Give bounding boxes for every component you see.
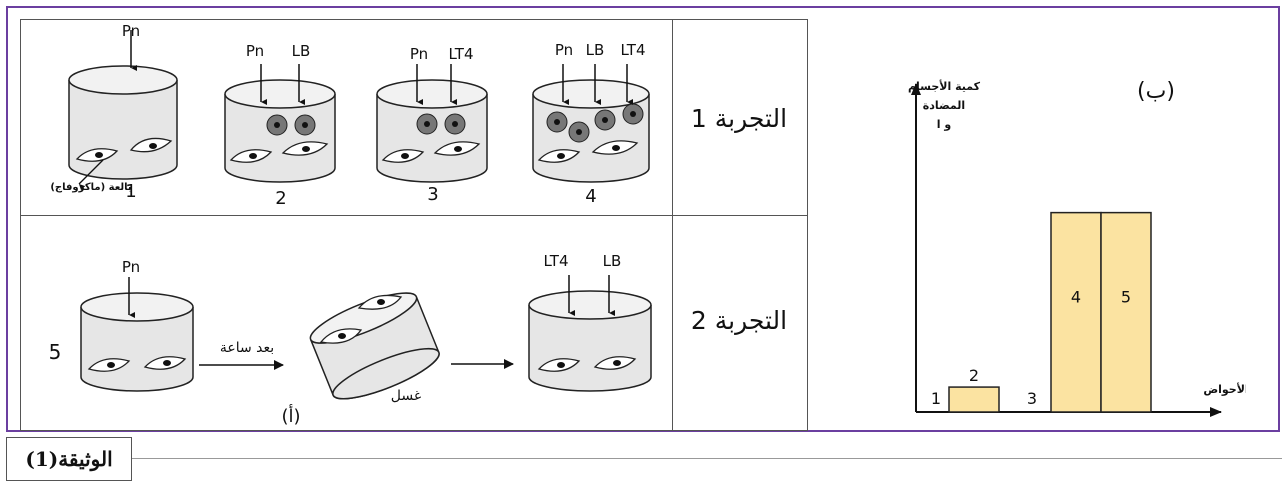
y-axis-label-line: المضادة: [923, 99, 965, 112]
tube-2: [224, 64, 336, 183]
after-hour-label: بعد ساعة: [220, 340, 274, 356]
final-tube-label-lt4: LT4: [544, 252, 569, 270]
y-axis-label-line: كمية الأجسام: [908, 79, 981, 93]
final-tube: [528, 275, 652, 392]
bars-group: 1 2 3 4 5: [931, 211, 1152, 413]
tube-3: [376, 64, 488, 183]
macrophage-cell: [129, 137, 173, 153]
tube-1: [68, 30, 178, 184]
lymphocyte: [568, 121, 590, 143]
chart-title: (ب): [1137, 79, 1175, 104]
lymphocyte: [294, 114, 316, 136]
tube-4-arrow-label-pn: Pn: [555, 41, 573, 59]
tube-4-arrow-label-lb: LB: [586, 41, 605, 59]
experiment-2-illustration: Pn 5 بعد ساعة غسل (أ): [49, 252, 652, 427]
y-axis-label: كمية الأجسام المضادة و ا: [908, 79, 981, 131]
x-axis-label: الأحواض: [1203, 382, 1246, 396]
macrophage-cell: [281, 141, 329, 156]
tube-2-arrow-label-lb: LB: [292, 42, 311, 60]
experiment-2-label: التجربة 2: [690, 306, 788, 335]
tube-5-number: 5: [49, 340, 62, 364]
document-label: الوثيقة(1): [6, 437, 132, 481]
bar-2: [948, 386, 1000, 413]
bar-5: [1100, 211, 1152, 413]
macrophage-cell: [593, 356, 637, 370]
row-divider: [21, 215, 807, 216]
wash-label: غسل: [391, 388, 421, 404]
tube-4-arrow-label-lt4: LT4: [621, 41, 646, 59]
bar-4: [1050, 211, 1102, 413]
macrophage-cell: [87, 358, 131, 372]
category-label-2: 2: [969, 366, 979, 385]
divider-line: [132, 458, 1282, 459]
document-frame: التجربة 1 التجربة 2: [6, 6, 1280, 432]
part-a-label: (أ): [281, 404, 300, 427]
tube-1-number: 1: [125, 181, 136, 202]
category-label-1: 1: [931, 389, 941, 408]
tube-3-number: 3: [427, 184, 438, 205]
tube-4: [532, 64, 650, 183]
macrophage-cell: [591, 140, 639, 155]
macrophage-label: بالعة (ماكروفاج): [50, 182, 131, 193]
tube-1-arrow-label: Pn: [122, 22, 140, 40]
tube-2-arrow-label-pn: Pn: [246, 42, 264, 60]
antibody-chart: (ب) الأحواض كمية الأجسام المضادة و ا 1 2 3 4 5: [908, 79, 1246, 417]
tube-3-arrow-label-pn: Pn: [410, 45, 428, 63]
macrophage-cell: [143, 356, 187, 370]
final-tube-label-lb: LB: [603, 252, 622, 270]
lymphocyte: [594, 109, 616, 131]
category-label-4: 4: [1071, 287, 1081, 306]
macrophage-cell: [357, 294, 403, 310]
lymphocyte: [546, 111, 568, 133]
macrophage-cell: [537, 149, 581, 163]
experiment-1-label: التجربة 1: [690, 104, 788, 133]
category-label-5: 5: [1121, 287, 1131, 306]
lymphocyte: [444, 113, 466, 135]
y-axis-label-line: و ا: [937, 118, 952, 131]
tube-2-number: 2: [275, 188, 286, 209]
lymphocyte: [266, 114, 288, 136]
lymphocyte: [416, 113, 438, 135]
macrophage-cell: [319, 328, 363, 344]
pointer-arrow: [78, 159, 104, 184]
tube-5-arrow-label: Pn: [122, 258, 140, 276]
experiment-1-illustration: Pn بالعة (ماكروفاج) 1 Pn LB 2: [50, 22, 650, 209]
macrophage-cell: [433, 141, 481, 156]
macrophage-cell: [381, 149, 425, 163]
tube-4-number: 4: [585, 186, 596, 207]
tube-3-arrow-label-lt4: LT4: [449, 45, 474, 63]
macrophage-cell: [229, 149, 273, 163]
macrophage-cell: [75, 148, 119, 162]
lymphocyte: [622, 103, 644, 125]
experiments-table: التجربة 1 التجربة 2: [20, 19, 808, 431]
label-column-divider: [672, 20, 673, 430]
category-label-3: 3: [1027, 389, 1037, 408]
tube-5: [80, 277, 194, 392]
macrophage-cell: [537, 358, 581, 372]
